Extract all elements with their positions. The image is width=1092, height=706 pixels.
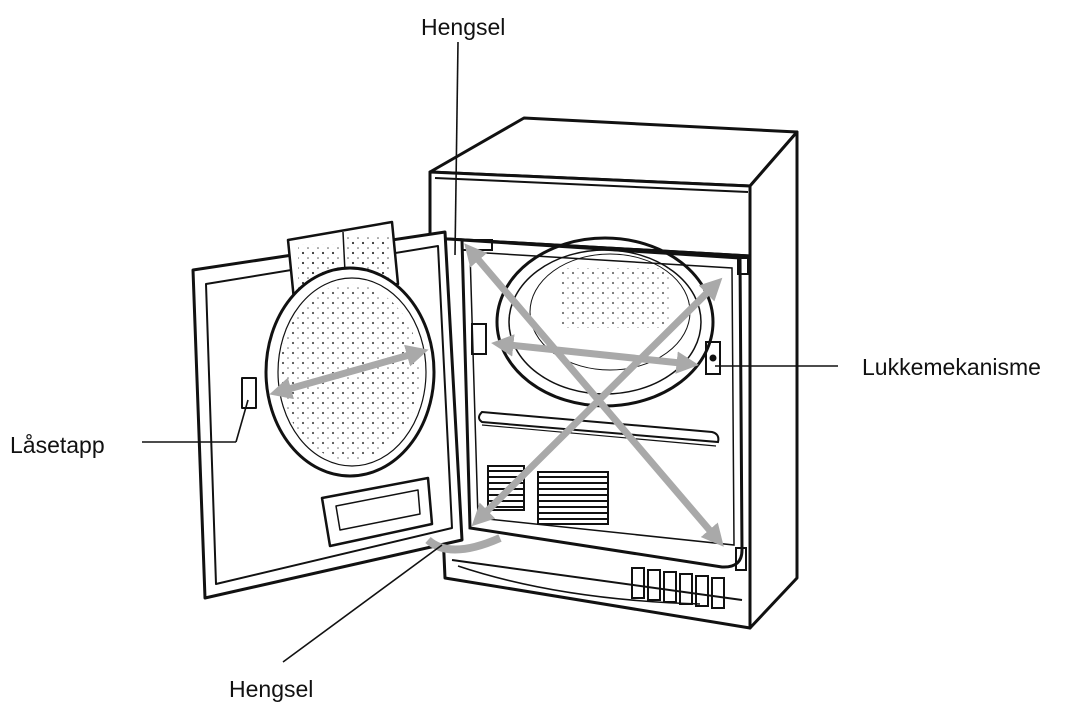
- leader-lines: [142, 41, 838, 663]
- label-lock-mechanism: Lukkemekanisme: [862, 354, 1041, 380]
- leader-hinge-bottom: [282, 544, 443, 663]
- label-hinge-top: Hengsel: [421, 14, 506, 40]
- arrow-diagonal-2: [471, 277, 723, 527]
- leader-hinge-top: [454, 41, 459, 256]
- label-lock-pin: Låsetapp: [10, 432, 105, 458]
- arrow-door-latch: [269, 344, 429, 400]
- label-hinge-bottom: Hengsel: [229, 676, 314, 702]
- swap-arrows: [269, 243, 724, 547]
- cabinet-side: [748, 130, 799, 630]
- door-latch-pin: [241, 377, 257, 409]
- open-door: [191, 220, 502, 600]
